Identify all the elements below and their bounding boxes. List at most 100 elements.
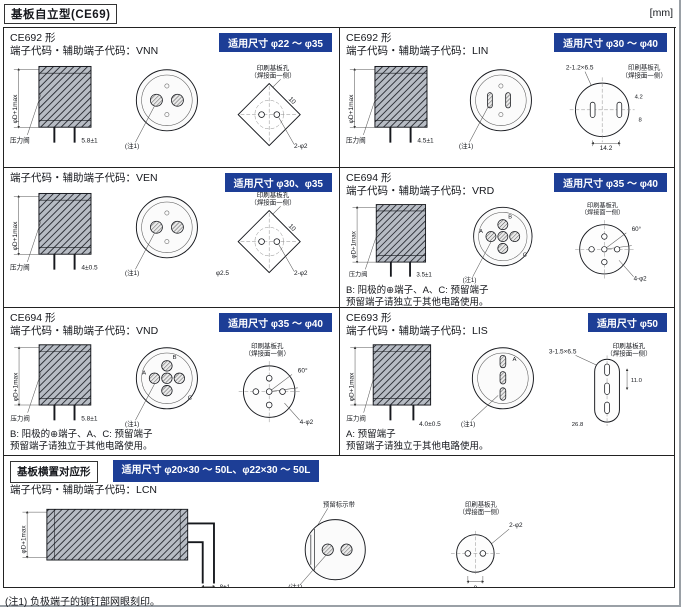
note1-label: (注1) [125, 141, 139, 150]
capacitor-side-view: φD+1max 压力阀 3.5±1 [349, 204, 432, 279]
dim-lead: 4±0.5 [81, 265, 98, 272]
valve-label: 压力阀 [10, 413, 30, 422]
panel-ven: 端子代码・辅助端子代码：VEN 适用尺寸 φ30、φ35 φD+1max 压力阀… [4, 168, 340, 308]
terminal-bottom-view: B A C (注1) [125, 347, 198, 428]
dim-pitch: 8 [474, 585, 478, 588]
pcb-label: 印刷基板孔 [465, 500, 498, 509]
panel-terminal-code: 端子代码・辅助端子代码：VRD [346, 185, 495, 197]
panel-terminal-code: 端子代码・辅助端子代码：VNN [10, 45, 159, 57]
panel-form-name: CE694 形 [346, 172, 392, 184]
unit-label: [mm] [649, 7, 673, 19]
pcb-hole-pattern: 印刷基板孔 （焊接面一侧） 60° 4-φ2 [575, 201, 647, 282]
dim-lead: 5.8±1 [81, 138, 98, 145]
panel-terminal-code: 端子代码・辅助端子代码：LIS [346, 325, 488, 337]
capacitor-side-view-horizontal: φD+1max 8±1 [21, 508, 231, 588]
note-line-1: A: 预留端子 [346, 429, 396, 440]
note1-label: (注1) [125, 268, 139, 277]
dim-pitch: 10 [287, 96, 297, 106]
size-badge: 适用尺寸 φ30 ～ φ40 [554, 33, 667, 52]
pcb-label-2: （焊接面一侧） [250, 70, 295, 79]
size-badge: 适用尺寸 φ35 ～ φ40 [554, 173, 667, 192]
dim-offset: 4.2 [635, 94, 643, 100]
band-label: 预留标示带 [323, 500, 356, 509]
panel-terminal-code: 端子代码・辅助端子代码：LIN [346, 45, 489, 57]
panel-note: A: 预留端子 预留端子请独立于其他电路使用。 [346, 429, 669, 452]
section-title: 基板横置对应形 [10, 461, 98, 483]
pcb-label-2: （焊接面一侧） [459, 507, 504, 516]
pcb-hole-pattern: 印刷基板孔 （焊接面一侧） 3-1.5×6.5 11.0 26.8 [549, 341, 652, 428]
valve-label: 压力阀 [346, 136, 366, 145]
pcb-label: 印刷基板孔 [257, 190, 290, 199]
pcb-label-2: （焊接面一侧） [581, 209, 624, 217]
panel-form-name: CE693 形 [346, 312, 392, 324]
size-badge: 适用尺寸 φ50 [587, 313, 667, 332]
dim-hole: 2-φ2 [294, 143, 308, 150]
panel-lcn: 基板横置对应形 适用尺寸 φ20×30 ～ 50L、φ22×30 ～ 50L 端… [4, 456, 675, 588]
dim-lead: 3.5±1 [416, 272, 432, 279]
size-badge: 适用尺寸 φ22 ～ φ35 [219, 33, 332, 52]
note-line-2: 预留端子请独立于其他电路使用。 [346, 296, 489, 308]
dim-diameter: φD+1max [12, 94, 19, 124]
panel-form-name: CE692 形 [346, 32, 392, 44]
terminal-bottom-view: (注1) [458, 69, 532, 150]
dim-slot: 2-1.2×6.5 [566, 65, 594, 72]
note1-label: (注1) [125, 419, 139, 428]
pcb-hole-pattern: 印刷基板孔 （焊接面一侧） 60° 4-φ2 [238, 341, 314, 426]
terminal-letter-b: B [508, 214, 512, 220]
panel-note: B: 阳极的⊕端子、A、C: 预留端子 预留端子请独立于其他电路使用。 [10, 429, 334, 452]
panel-drawings: φD+1max 压力阀 5.8±1 [10, 340, 334, 428]
note-line-1: B: 阳极的⊕端子、A、C: 预留端子 [346, 285, 489, 296]
panel-terminal-code: 端子代码・辅助端子代码：LCN [10, 484, 158, 496]
panel-ce694-vrd: CE694 形 端子代码・辅助端子代码：VRD 适用尺寸 φ35 ～ φ40 φ… [340, 168, 675, 308]
pcb-label: 印刷基板孔 [613, 341, 646, 350]
panel-ce693-lis: CE693 形 端子代码・辅助端子代码：LIS 适用尺寸 φ50 φD+1max… [340, 308, 675, 456]
panel-head: 基板横置对应形 适用尺寸 φ20×30 ～ 50L、φ22×30 ～ 50L [10, 460, 669, 483]
dim-total: 26.8 [572, 422, 584, 428]
dim-vent-hole: φ2.5 [216, 270, 230, 277]
dim-diameter: φD+1max [21, 525, 28, 554]
panel-grid: CE692 形 端子代码・辅助端子代码：VNN 适用尺寸 φ22 ～ φ35 φ… [3, 27, 676, 588]
terminal-bottom-view: B A C (注1) [462, 206, 532, 284]
note1-label: (注1) [458, 141, 472, 150]
panel-ce692-vnn: CE692 形 端子代码・辅助端子代码：VNN 适用尺寸 φ22 ～ φ35 φ… [4, 28, 340, 168]
panel-drawings: φD+1max 压力阀 5.8±1 [10, 60, 334, 152]
dim-pitch: 10 [287, 223, 297, 233]
pcb-hole-pattern: 印刷基板孔 （焊接面一侧） 10 2-φ2 [237, 63, 308, 150]
size-badge: 适用尺寸 φ30、φ35 [224, 173, 332, 192]
terminal-letter-a: A [142, 370, 146, 376]
panel-terminal-code: 端子代码・辅助端子代码：VEN [10, 172, 158, 184]
panel-drawings: φD+1max 压力阀 4±0.5 [10, 187, 334, 279]
dim-diameter: φD+1max [348, 94, 355, 124]
valve-label: 压力阀 [346, 413, 366, 422]
panel-drawings: φD+1max 压力阀 4.0±0.5 A [346, 340, 669, 428]
terminal-bottom-view: A (注1) [460, 347, 534, 428]
panel-form-name: CE692 形 [10, 32, 56, 44]
note1-label: (注1) [460, 419, 474, 428]
note1-label: (注1) [462, 276, 476, 284]
terminal-bottom-view: (注1) [125, 196, 198, 277]
page-title: 基板自立型(CE69) [4, 4, 118, 24]
dim-lead: 8±1 [220, 584, 231, 588]
dim-pitch: 11.0 [631, 378, 643, 384]
pcb-hole-pattern: 印刷基板孔 （焊接面一侧） 10 φ2.5 2-φ2 [216, 190, 308, 277]
footnote: (注1) 负极端子的铆钉部网眼刻印。 [5, 597, 160, 607]
capacitor-side-view: φD+1max 压力阀 4.5±1 [346, 65, 434, 145]
dim-width: 8 [638, 117, 642, 123]
dim-pitch: 14.2 [600, 145, 613, 152]
pcb-label: 印刷基板孔 [251, 341, 284, 350]
capacitor-side-view: φD+1max 压力阀 4.0±0.5 [346, 344, 441, 428]
dim-diameter: φD+1max [351, 230, 358, 258]
dim-hole: 2-φ2 [294, 270, 308, 277]
valve-label: 压力阀 [349, 271, 368, 279]
dim-diameter: φD+1max [349, 372, 356, 401]
panel-terminal-code: 端子代码・辅助端子代码：VND [10, 325, 159, 337]
size-badge: 适用尺寸 φ35 ～ φ40 [219, 313, 332, 332]
panel-note: B: 阳极的⊕端子、A、C: 预留端子 预留端子请独立于其他电路使用。 [346, 285, 669, 308]
note-line-1: B: 阳极的⊕端子、A、C: 预留端子 [10, 429, 153, 440]
pcb-label: 印刷基板孔 [628, 63, 661, 72]
capacitor-side-view: φD+1max 压力阀 4±0.5 [10, 192, 98, 272]
terminal-letter-b: B [173, 355, 177, 361]
pcb-label: 印刷基板孔 [587, 201, 618, 209]
valve-label: 压力阀 [10, 136, 30, 145]
pcb-hole-pattern: 印刷基板孔 （焊接面一侧） 2-φ2 8 [450, 500, 523, 588]
